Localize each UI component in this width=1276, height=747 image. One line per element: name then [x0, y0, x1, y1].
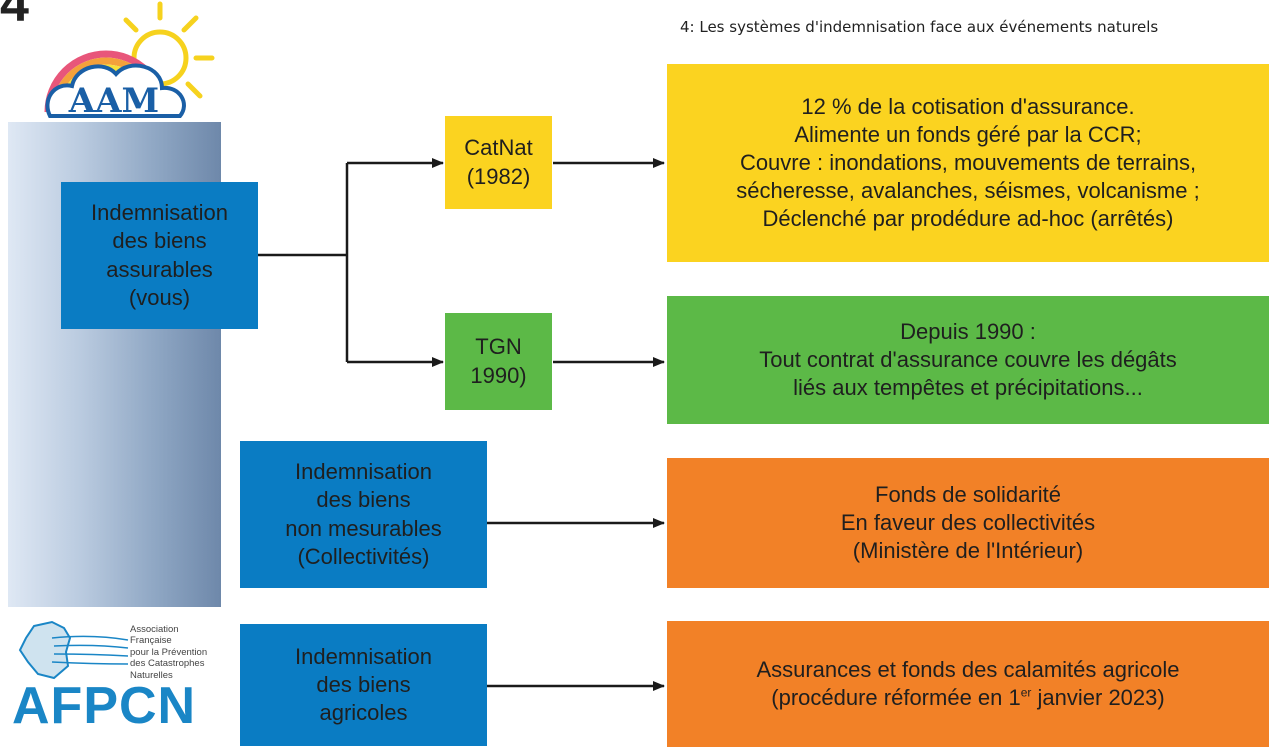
- agri-desc-line2: (procédure réformée en 1er janvier 2023): [771, 685, 1165, 710]
- agricultural-goods-box: Indemnisation des biens agricoles: [240, 624, 487, 746]
- aam-logo-text: AAM: [68, 81, 159, 118]
- page-number: 4: [0, 0, 29, 33]
- agri-desc-line1: Assurances et fonds des calamités agrico…: [756, 656, 1180, 682]
- insurable-goods-box: Indemnisation des biens assurables (vous…: [61, 182, 258, 329]
- catnat-box: CatNat (1982): [445, 116, 552, 209]
- cloud-icon: [45, 63, 186, 118]
- afpcn-association-name: Association Française pour la Prévention…: [130, 624, 208, 681]
- solidarity-fund-box: Fonds de solidarité En faveur des collec…: [667, 458, 1269, 588]
- catnat-description-box: 12 % de la cotisation d'assurance. Alime…: [667, 64, 1269, 262]
- afpcn-wordmark: AFPCN: [12, 677, 197, 735]
- france-map-icon: [18, 620, 129, 680]
- agricultural-description-box: Assurances et fonds des calamités agrico…: [667, 621, 1269, 747]
- aam-logo: AAM: [44, 1, 215, 118]
- tgn-description-box: Depuis 1990 : Tout contrat d'assurance c…: [667, 296, 1269, 424]
- tgn-box: TGN 1990): [445, 313, 552, 410]
- non-measurable-goods-box: Indemnisation des biens non mesurables (…: [240, 441, 487, 588]
- page-title: 4: Les systèmes d'indemnisation face aux…: [680, 18, 1159, 36]
- afpcn-logo: Association Française pour la Prévention…: [8, 612, 223, 742]
